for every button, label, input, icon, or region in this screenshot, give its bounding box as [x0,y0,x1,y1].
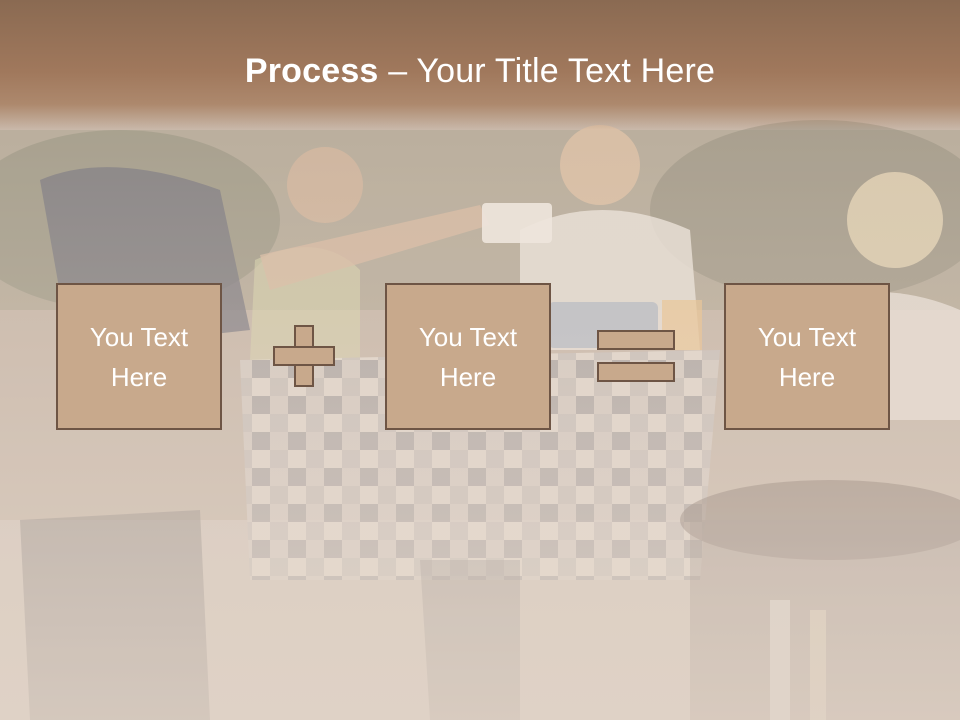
process-box-2[interactable]: You Text Here [385,283,551,430]
title-band [0,0,960,130]
process-box-2-line1: You Text [418,321,518,352]
process-box-1-text: You Text Here [90,317,188,397]
plus-icon [273,325,335,387]
title-bold: Process [244,52,379,90]
process-box-1-line2: Here [110,361,168,392]
process-box-3-line2: Here [778,361,836,392]
process-box-2-text: You Text Here [419,317,517,397]
process-box-2-line2: Here [439,361,497,392]
slide-title: Process – Your Title Text Here [0,52,960,91]
process-box-3-text: You Text Here [758,317,856,397]
title-rest: – Your Title Text Here [378,52,716,90]
process-box-3-line1: You Text [757,321,857,352]
equals-icon [597,330,675,382]
process-box-1-line1: You Text [89,321,189,352]
process-box-3[interactable]: You Text Here [724,283,890,430]
process-box-1[interactable]: You Text Here [56,283,222,430]
